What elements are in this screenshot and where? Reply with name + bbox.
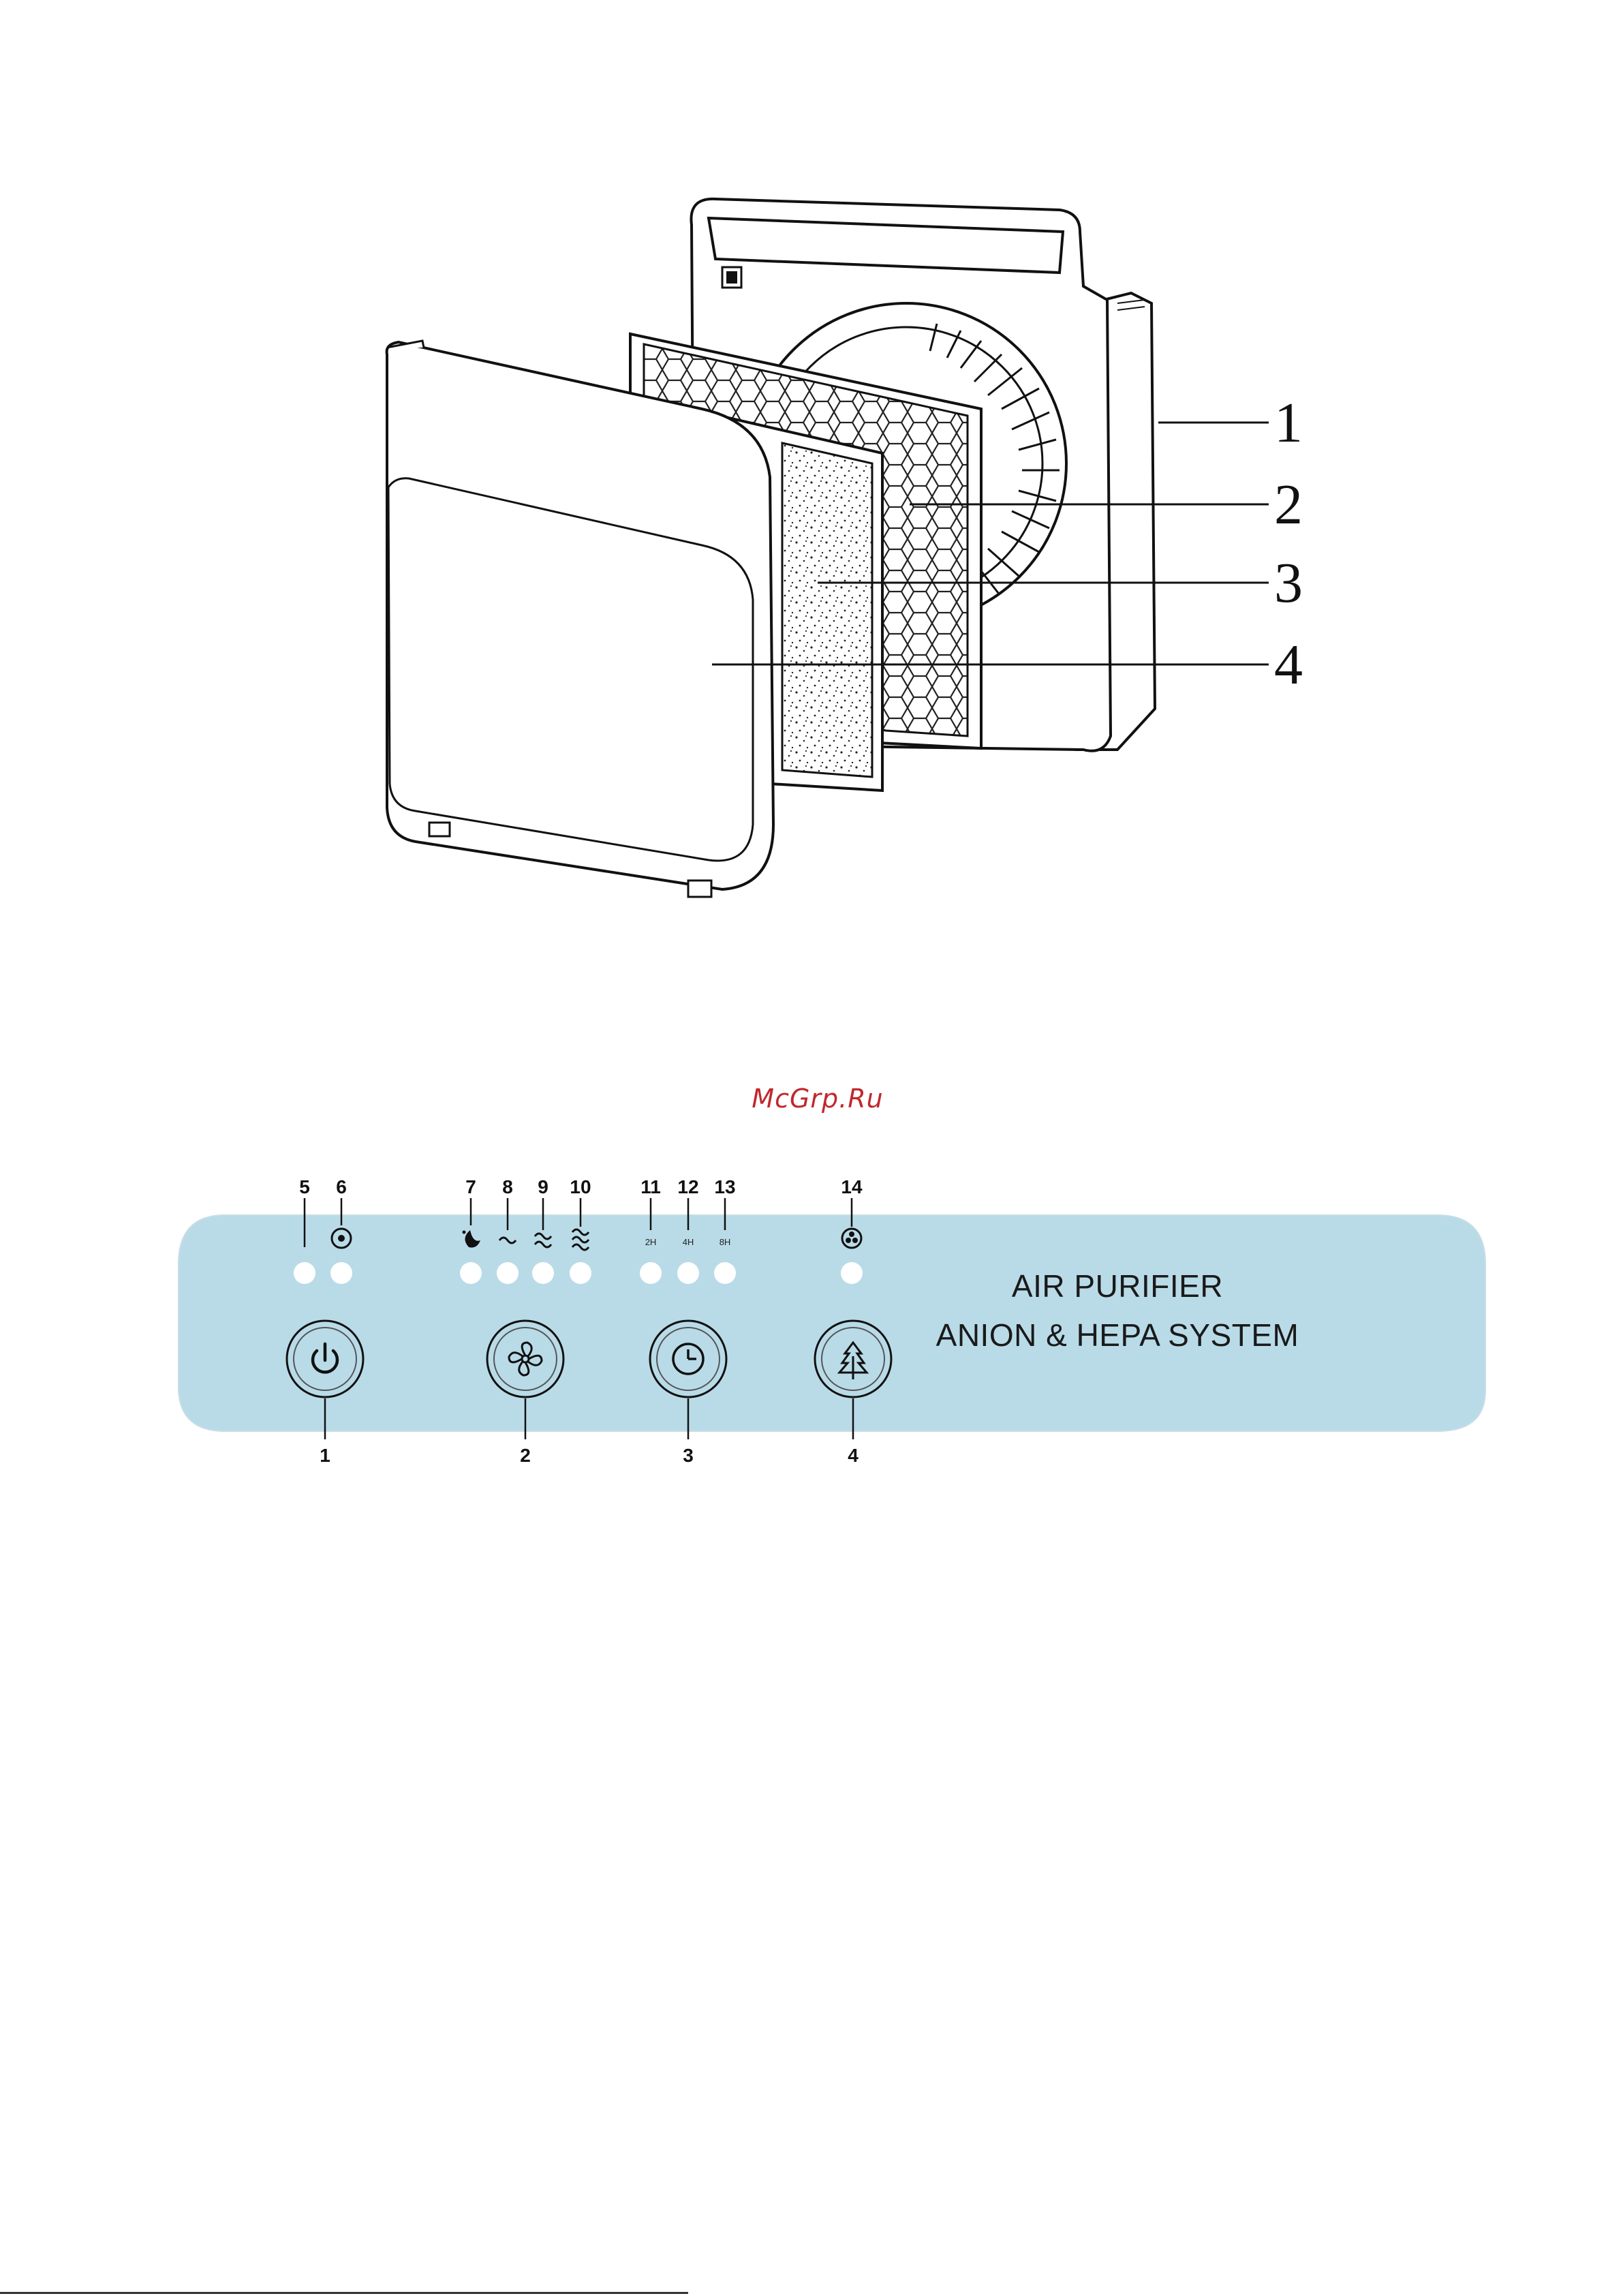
led-7 — [460, 1262, 482, 1284]
led-13 — [714, 1262, 736, 1284]
timer-2h-label: 2H — [645, 1237, 657, 1247]
button-number-3: 3 — [664, 1445, 712, 1467]
callout-2: 2 — [1274, 473, 1303, 536]
indicator-number-6: 6 — [318, 1176, 365, 1198]
callout-4: 4 — [1274, 633, 1303, 697]
indicator-number-10: 10 — [557, 1176, 604, 1198]
led-11 — [640, 1262, 662, 1284]
callout-1: 1 — [1274, 391, 1303, 455]
timer-4h-label: 4H — [683, 1237, 694, 1247]
front-cover — [387, 341, 773, 897]
led-6 — [330, 1262, 352, 1284]
timer-button[interactable] — [650, 1321, 726, 1397]
timer-8h-label: 8H — [720, 1237, 731, 1247]
button-number-1: 1 — [301, 1445, 349, 1467]
led-12 — [677, 1262, 699, 1284]
indicator-number-13: 13 — [701, 1176, 749, 1198]
anion-button[interactable] — [815, 1321, 891, 1397]
indicator-number-14: 14 — [828, 1176, 876, 1198]
led-14 — [841, 1262, 863, 1284]
control-panel-graphic: 2H 4H 8H — [0, 1145, 1623, 1486]
product-title-line2: ANION & HEPA SYSTEM — [913, 1317, 1322, 1353]
fan-speed-button[interactable] — [487, 1321, 563, 1397]
callout-3: 3 — [1274, 551, 1303, 615]
led-5 — [294, 1262, 315, 1284]
footer-rule — [0, 2292, 688, 2294]
product-title-line1: AIR PURIFIER — [913, 1268, 1322, 1304]
button-number-2: 2 — [501, 1445, 549, 1467]
power-button[interactable] — [287, 1321, 363, 1397]
control-panel-diagram: 2H 4H 8H — [0, 1145, 1623, 1486]
led-10 — [570, 1262, 591, 1284]
button-number-4: 4 — [829, 1445, 877, 1467]
watermark-text: McGrp.Ru — [715, 1084, 920, 1114]
led-9 — [532, 1262, 554, 1284]
exploded-view-diagram: 1 2 3 4 — [0, 0, 1623, 954]
led-8 — [497, 1262, 519, 1284]
